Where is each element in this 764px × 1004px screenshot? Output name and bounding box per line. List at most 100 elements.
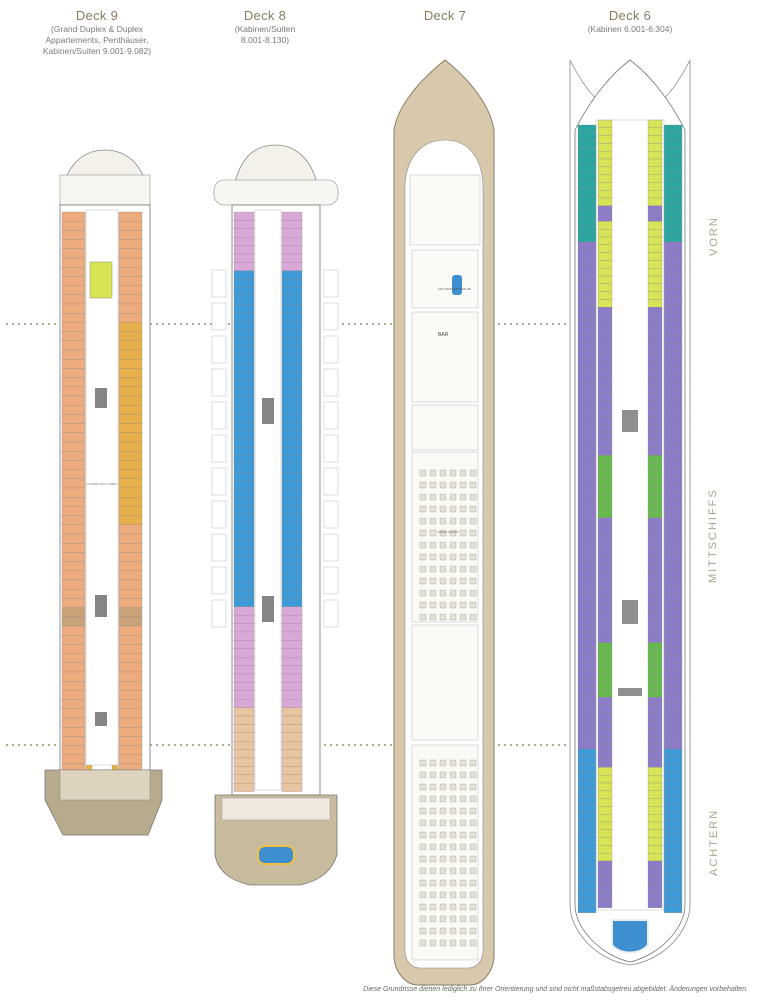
deck-8-cabin <box>233 211 255 221</box>
lifeboat <box>211 599 227 628</box>
deck-6-cabin <box>647 673 663 682</box>
deck-6-cabin <box>647 439 663 448</box>
deck-6-cabin <box>647 892 663 901</box>
deck-6-title: Deck 6 <box>608 8 652 23</box>
deck-9-subtitle-line-1: (Grand Duplex & Duplex <box>50 24 144 35</box>
deck-6-cabin <box>597 595 613 604</box>
deck-8-cabin <box>233 363 255 372</box>
deck-6-cabin <box>597 346 613 355</box>
deck-8-cabin <box>233 682 255 691</box>
lifeboat <box>211 566 227 595</box>
deck-7-table <box>439 613 447 621</box>
deck-6-cabin <box>577 397 597 406</box>
deck-9-cabin <box>61 377 86 387</box>
deck-6-cabin <box>597 486 613 495</box>
deck-6-cabin <box>647 447 663 456</box>
deck-8-cabin <box>233 531 255 540</box>
deck-6-cabin <box>663 725 683 734</box>
deck-6-cabin <box>663 631 683 640</box>
deck-6-cabin <box>577 702 597 711</box>
deck-6-cabin <box>647 603 663 612</box>
deck-6-cabin <box>663 218 683 227</box>
deck-6-cabin <box>663 608 683 617</box>
deck-7-table <box>419 891 427 899</box>
deck-6-cabin <box>577 694 597 703</box>
deck-9-cabin <box>118 736 143 746</box>
deck-8-cabin <box>233 447 255 456</box>
deck-6-cabin <box>577 195 597 204</box>
deck-8-bow-lounge <box>213 179 339 206</box>
deck-7-table <box>449 807 457 815</box>
deck-6-cabin <box>597 494 613 503</box>
deck-7-table <box>459 493 467 501</box>
deck-6-cabin <box>577 624 597 633</box>
deck-6-cabin <box>577 475 597 484</box>
deck-8-cabin <box>233 598 255 607</box>
deck-6-cabin <box>597 892 613 901</box>
deck-9-cabin <box>118 727 143 737</box>
deck-7-table <box>449 819 457 827</box>
deck-7-table <box>419 505 427 513</box>
deck-6-cabin <box>663 585 683 594</box>
deck-9-cabin <box>118 662 143 673</box>
deck-8-cabin <box>233 245 255 255</box>
deck-9-cabin <box>61 285 86 295</box>
deck-6-cabin <box>647 260 663 269</box>
deck-8-cabin <box>233 547 255 557</box>
deck-7-table <box>449 505 457 513</box>
lifeboat <box>323 401 339 430</box>
deck-8-cabin <box>281 421 303 431</box>
deck-6-cabin <box>597 798 613 807</box>
deck-9-cabin <box>61 524 86 535</box>
deck-6-cabin <box>597 439 613 448</box>
deck-9-cabin <box>118 570 143 581</box>
deck-7-table <box>419 879 427 887</box>
deck-9-cabin <box>61 589 86 599</box>
zone-label-midship: MITTSCHIFFS <box>707 488 719 583</box>
deck-6-cabin <box>663 483 683 492</box>
deck-9-cabin <box>61 359 86 369</box>
deck-6-cabin <box>597 299 613 308</box>
deck-6-cabin <box>663 187 683 196</box>
deck-8-cabin <box>233 539 255 549</box>
deck-9-cabin <box>118 221 143 231</box>
deck-7-table <box>459 807 467 815</box>
deck-7-table <box>469 541 477 549</box>
deck-6-cabin <box>647 494 663 503</box>
deck-7-table <box>459 783 467 791</box>
deck-6-cabin <box>597 455 613 464</box>
deck-6-cabin <box>597 814 613 823</box>
deck-7-table <box>469 481 477 489</box>
deck-7-table <box>469 891 477 899</box>
deck-8-cabin <box>233 514 255 523</box>
deck-6-cabin <box>577 319 597 328</box>
deck-8-cabin <box>281 615 303 624</box>
deck-8-plan <box>211 144 339 886</box>
deck-6-cabin <box>663 904 683 913</box>
deck-8-cabin <box>281 741 303 750</box>
deck-9-cabin <box>61 543 86 553</box>
deck-6-cabin <box>663 257 683 266</box>
deck-9-cabin <box>61 671 86 682</box>
deck-6-cabin <box>663 546 683 555</box>
deck-6-stairwell-1 <box>622 410 638 432</box>
deck-7-table <box>449 783 457 791</box>
deck-6-cabin <box>577 257 597 266</box>
deck-9-cabin <box>118 248 143 259</box>
deck-6-cabin <box>577 608 597 617</box>
deck-6-cabin <box>647 143 663 152</box>
deck-7-table <box>419 613 427 621</box>
deck-8-cabin <box>233 615 255 624</box>
deck-6-cabin <box>597 361 613 370</box>
deck-8-cabin <box>233 287 255 297</box>
deck-8-cabin <box>233 640 255 649</box>
deck-8-cabin <box>233 774 255 784</box>
deck-7-table <box>419 903 427 911</box>
deck-6-cabin <box>647 478 663 487</box>
deck-6-cabin <box>647 346 663 355</box>
deck-6-cabin <box>577 577 597 586</box>
deck-6-cabin <box>663 179 683 188</box>
deck-9-header: Deck 9 (Grand Duplex & Duplex Appartemen… <box>22 8 172 56</box>
deck-8-cabin <box>281 279 303 288</box>
deck-6-cabin <box>597 353 613 362</box>
